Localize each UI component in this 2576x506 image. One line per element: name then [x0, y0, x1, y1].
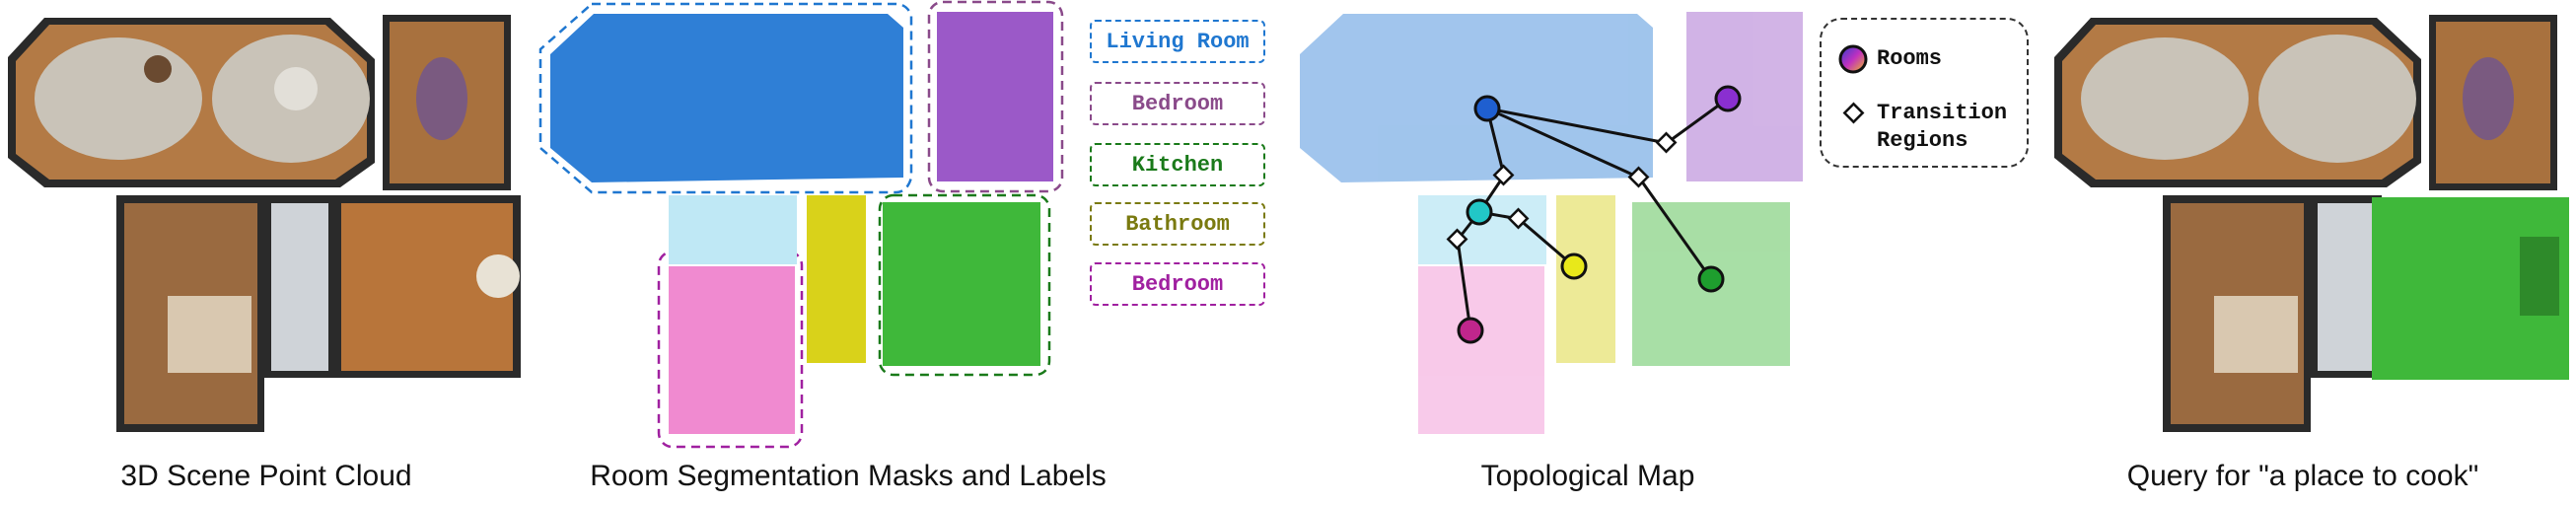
- panel-topological-map: Topological Map: [1282, 0, 2051, 506]
- caption-query: Query for "a place to cook": [2126, 460, 2479, 492]
- legend-room-icon: [1838, 44, 1868, 74]
- kitchen-appliance-shade: [2520, 237, 2559, 316]
- faded-room-masks: [1300, 12, 1803, 434]
- panel-query: Query for "a place to cook": [2046, 0, 2576, 506]
- label-bathroom: Bathroom: [1090, 202, 1265, 246]
- transition-node: [1507, 207, 1530, 230]
- room-node-bathroom: [1560, 253, 1588, 280]
- bedroom-top-mask: [937, 12, 1053, 181]
- room-labels: Living Room Bedroom Kitchen Bathroom Bed…: [1090, 0, 1267, 316]
- room-node-bedroom-top: [1714, 85, 1742, 112]
- legend-transition-icon: [1842, 102, 1865, 124]
- transition-nodes: [1446, 131, 1678, 251]
- transition-node: [1492, 164, 1515, 186]
- label-bedroom-top: Bedroom: [1090, 82, 1265, 125]
- caption-segmentation: Room Segmentation Masks and Labels: [590, 460, 1107, 492]
- room-node-kitchen: [1697, 265, 1725, 293]
- hallway-mask: [669, 195, 797, 264]
- point-cloud-floorplan: [8, 15, 521, 432]
- room-nodes: [1457, 85, 1742, 344]
- room-node-bedroom-bottom: [1457, 317, 1484, 344]
- label-living-room: Living Room: [1090, 20, 1265, 63]
- segmentation-masks: [538, 0, 1064, 449]
- room-node-hallway: [1466, 198, 1493, 226]
- query-floorplan: [2054, 15, 2569, 432]
- query-floorplan-floors: [2062, 22, 2550, 424]
- living-room-outline: [538, 2, 913, 194]
- transition-node: [1627, 166, 1650, 188]
- bedroom-bottom-mask: [669, 266, 795, 434]
- bedroom-top-outline: [927, 0, 1064, 193]
- floorplan-floors: [16, 22, 520, 424]
- legend-transition-label-1: Transition: [1877, 101, 2008, 125]
- label-kitchen: Kitchen: [1090, 143, 1265, 186]
- transition-node: [1655, 131, 1678, 154]
- caption-topological-map: Topological Map: [1480, 460, 1695, 492]
- transition-node: [1446, 228, 1468, 251]
- legend-symbols: [1838, 44, 1868, 124]
- graph-legend: Rooms Transition Regions: [1820, 18, 2029, 168]
- room-node-living: [1473, 95, 1501, 122]
- panel-point-cloud: 3D Scene Point Cloud: [0, 0, 533, 506]
- legend-rooms-label: Rooms: [1877, 46, 1943, 71]
- topological-map-graph: [1300, 12, 1803, 434]
- living-room-mask: [550, 14, 903, 182]
- label-bedroom-bottom: Bedroom: [1090, 262, 1265, 306]
- panel-segmentation: Living Room Bedroom Kitchen Bathroom Bed…: [533, 0, 1282, 506]
- caption-point-cloud: 3D Scene Point Cloud: [120, 460, 412, 492]
- kitchen-mask: [883, 202, 1040, 366]
- bathroom-mask: [807, 195, 866, 363]
- legend-transition-label-2: Regions: [1877, 128, 1968, 153]
- kitchen-outline: [878, 193, 1051, 377]
